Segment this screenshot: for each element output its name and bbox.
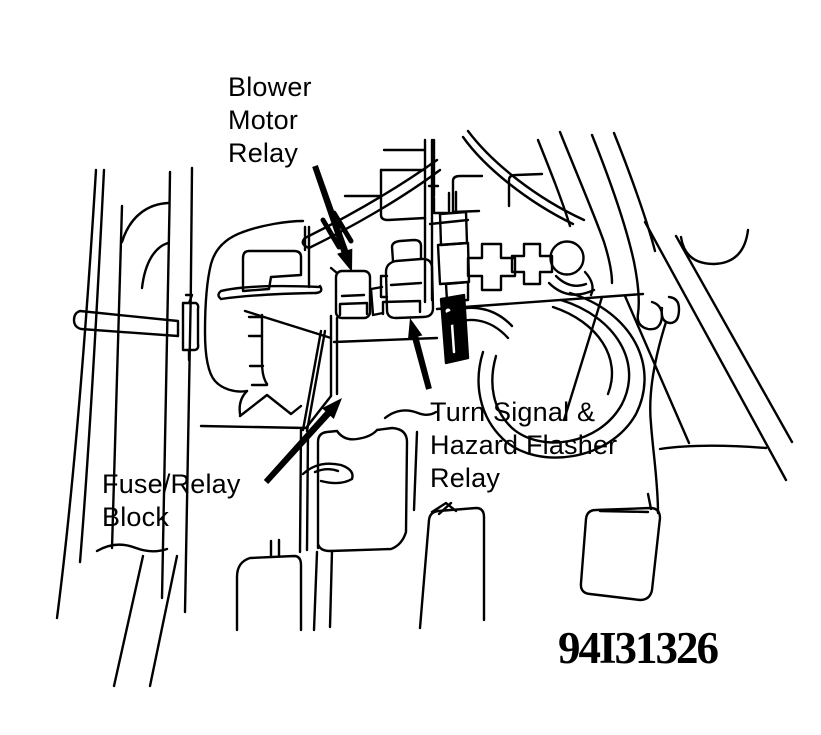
connector-stack [436, 190, 471, 303]
relay-bracket [332, 190, 691, 445]
callout-arrows [263, 165, 432, 484]
turn-signal-label-line3: Relay [430, 463, 501, 493]
turn-signal-label-line1: Turn Signal & [430, 397, 596, 427]
shift-rod [301, 329, 327, 433]
accelerator-pedal [579, 492, 662, 602]
left-pedal [235, 538, 303, 632]
center-console [298, 426, 409, 632]
round-connector [549, 240, 585, 276]
left-pillar [55, 166, 194, 688]
turn-signal-hazard-flasher-relay-label: Turn Signal & Hazard Flasher Relay [430, 396, 617, 495]
connector-arcs [547, 270, 596, 297]
figure-code: 94I31326 [558, 623, 719, 673]
hood-release-handle [72, 293, 200, 362]
blower-motor-relay-label: Blower Motor Relay [228, 71, 312, 170]
steering-column-tubes [461, 129, 794, 515]
blower-motor-relay-label-line1: Blower [228, 72, 312, 102]
fuse-relay-block-label-line2: Block [102, 502, 170, 532]
blower-motor-relay-label-line2: Motor [228, 105, 299, 135]
turn-signal-flasher-relay-part [439, 293, 470, 365]
pedals [235, 430, 662, 632]
fuse-relay-block-label: Fuse/Relay Block [102, 468, 241, 534]
blower-motor-relay-label-line3: Relay [228, 138, 299, 168]
bracket-leg [623, 294, 691, 445]
cylindrical-relay-part [369, 238, 435, 320]
leader-wave [383, 409, 438, 420]
plus-connector-1 [466, 242, 517, 292]
blower-motor-relay-part [329, 266, 372, 320]
console-swirl [301, 462, 354, 485]
dash-bracket [203, 219, 333, 418]
harness-hook [636, 300, 664, 331]
wiring-harness [301, 158, 442, 250]
blower-motor-relay-arrow [312, 165, 353, 272]
wire-loop [441, 291, 646, 459]
turn-signal-flasher-arrow [408, 318, 432, 390]
fuse-relay-block-part [199, 299, 422, 433]
middle-pedal [412, 430, 486, 630]
fuse-relay-block-label-line1: Fuse/Relay [102, 469, 241, 499]
dash-frame [343, 138, 544, 304]
hatch-marks [320, 210, 354, 250]
fuse-relay-block-arrow [263, 398, 342, 484]
plus-connector-2 [510, 242, 554, 286]
turn-signal-label-line2: Hazard Flasher [430, 430, 618, 460]
